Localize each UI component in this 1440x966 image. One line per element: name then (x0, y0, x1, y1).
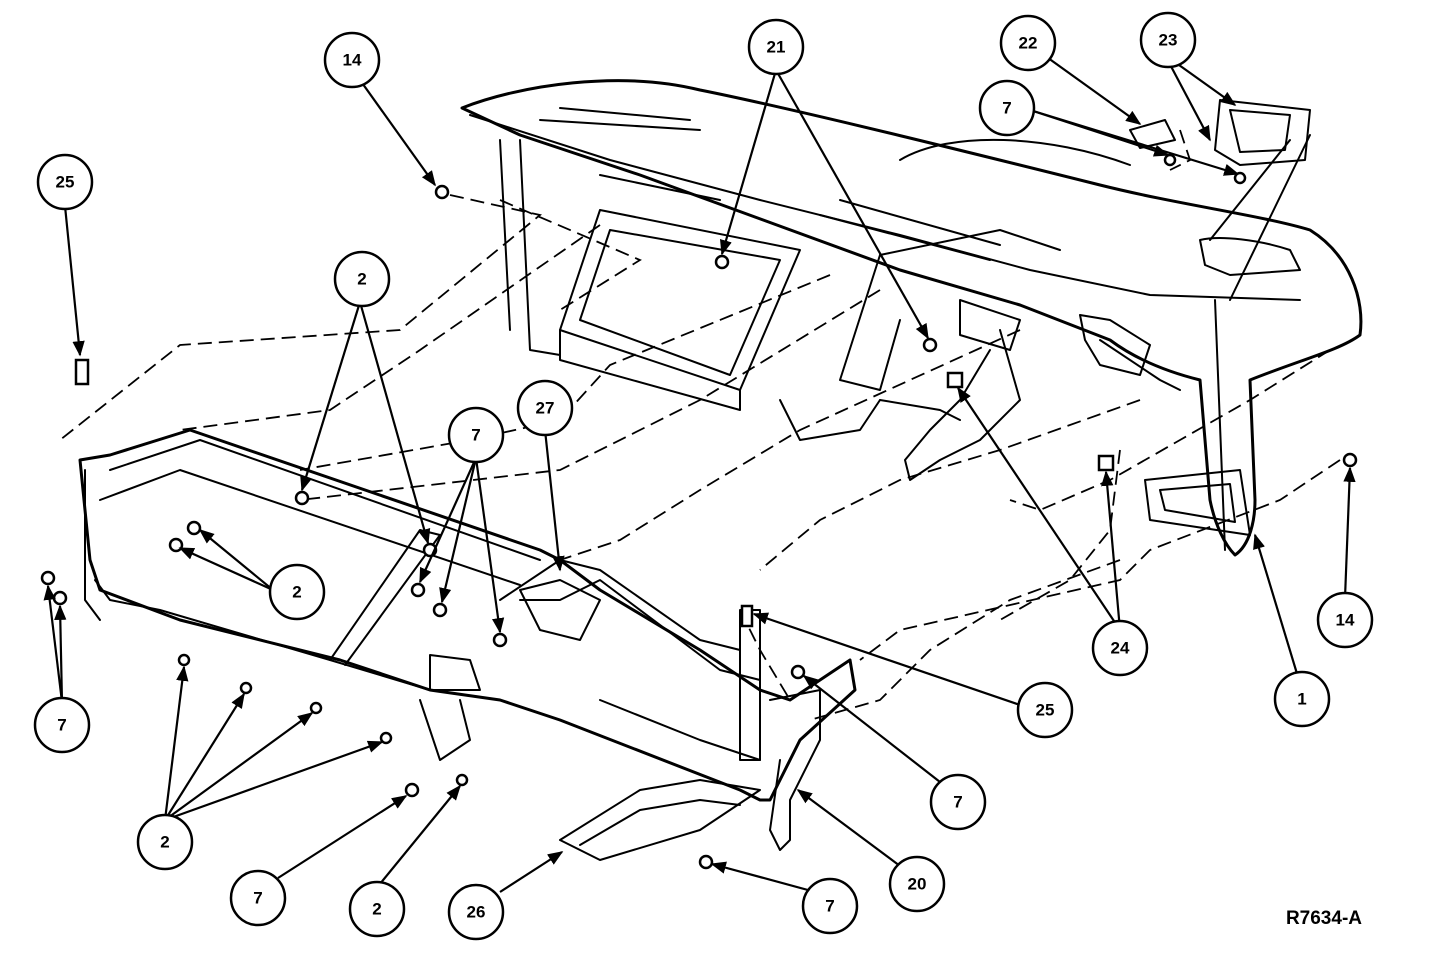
leader-lines (43, 44, 1356, 893)
callout-24: 24 (1091, 619, 1149, 677)
callout-27: 27 (516, 379, 574, 437)
lower-bracket-assembly (78, 428, 857, 861)
callout-22: 22 (999, 14, 1057, 72)
callout-2-upper: 2 (333, 250, 391, 308)
fastener-7-left-b (52, 590, 68, 606)
callout-21: 21 (747, 18, 805, 76)
fastener-14-right (1342, 452, 1358, 468)
callout-7-left: 7 (33, 696, 91, 754)
fastener-7-top-right-a (1163, 153, 1177, 167)
fastener-2-e (177, 653, 191, 667)
callout-label: 23 (1159, 31, 1178, 50)
fastener-21-right (922, 337, 938, 353)
callout-2-bottom: 2 (348, 880, 406, 938)
fastener-2-d (186, 520, 202, 536)
callout-14-top: 14 (323, 31, 381, 89)
alignment-lines (59, 129, 1341, 721)
callout-25-left: 25 (36, 153, 94, 211)
callout-7-lower-right: 7 (801, 877, 859, 935)
callout-label: 1 (1297, 690, 1306, 709)
callout-label: 7 (1002, 99, 1011, 118)
fastener-7-center-a (410, 582, 426, 598)
callout-label: 2 (357, 270, 366, 289)
callout-label: 7 (953, 793, 962, 812)
clip-25-right (740, 604, 754, 628)
fastener-7-lower-right (698, 854, 714, 870)
callout-label: 22 (1019, 34, 1038, 53)
callout-2-bottom-left: 2 (136, 813, 194, 871)
callout-label: 7 (825, 897, 834, 916)
callout-label: 2 (292, 583, 301, 602)
callout-label: 14 (1336, 611, 1355, 630)
callout-2-left: 2 (268, 563, 326, 621)
fastener-21-left (714, 254, 730, 270)
callout-label: 27 (536, 399, 555, 418)
instrument-panel-part (460, 79, 1363, 557)
fastener-2-i (455, 773, 469, 787)
clip-24-right (1097, 454, 1115, 472)
callout-26: 26 (447, 883, 505, 941)
fasteners (40, 153, 1358, 870)
callout-label: 2 (160, 833, 169, 852)
callout-1: 1 (1273, 670, 1331, 728)
callout-23: 23 (1139, 11, 1197, 69)
clip-25-left (74, 358, 90, 386)
callout-20: 20 (888, 855, 946, 913)
callout-label: 2 (372, 900, 381, 919)
fastener-7-bottom (404, 782, 420, 798)
fastener-7-center-b (432, 602, 448, 618)
callout-label: 21 (767, 38, 786, 57)
callout-label: 25 (56, 173, 75, 192)
callout-7-bottom: 7 (229, 869, 287, 927)
callout-14-right: 14 (1316, 591, 1374, 649)
callout-7-mid-right: 7 (929, 773, 987, 831)
callout-7-top-right: 7 (978, 79, 1036, 137)
callout-label: 25 (1036, 701, 1055, 720)
callout-label: 26 (467, 903, 486, 922)
fastener-2-a (294, 490, 310, 506)
clip-24-left (946, 371, 964, 389)
callout-label: 7 (253, 889, 262, 908)
callout-label: 20 (908, 875, 927, 894)
callout-label: 14 (343, 51, 362, 70)
fastener-2-g (309, 701, 323, 715)
fastener-14-top (434, 184, 450, 200)
fastener-2-f (239, 681, 253, 695)
callout-label: 7 (57, 716, 66, 735)
fastener-7-center-c (492, 632, 508, 648)
fastener-2-h (379, 731, 393, 745)
callouts: 14 25 2 2 7 2 7 2 (33, 11, 1374, 941)
fastener-7-left-a (40, 570, 56, 586)
callout-label: 7 (471, 426, 480, 445)
callout-25-right: 25 (1016, 681, 1074, 739)
callout-label: 24 (1111, 639, 1130, 658)
figure-id-label: R7634-A (1285, 908, 1362, 929)
callout-7-center: 7 (447, 406, 505, 464)
fastener-7-mid-right (790, 664, 806, 680)
